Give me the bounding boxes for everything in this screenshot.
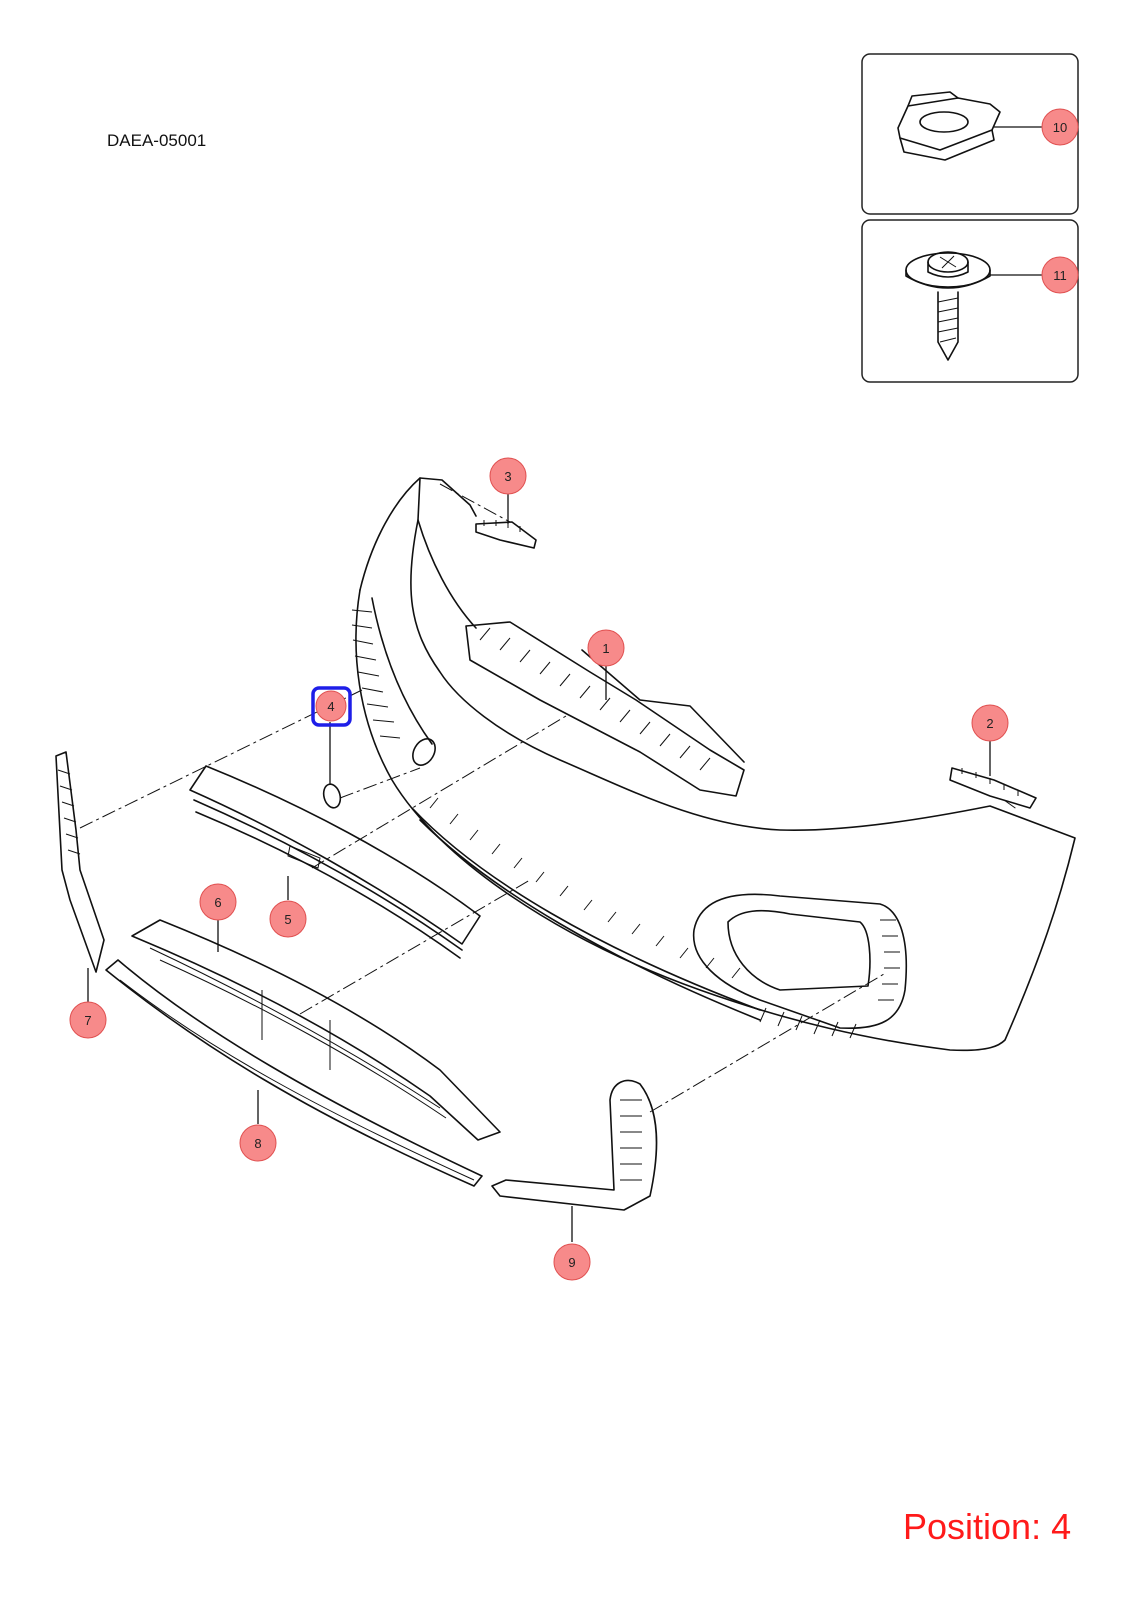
callout-3[interactable]: 3: [489, 457, 527, 495]
callout-1-label: 1: [602, 641, 609, 656]
part-2-side-bracket: [949, 767, 1037, 809]
inset-box-screw: [861, 219, 1079, 383]
part-6-lower-grille: [131, 919, 501, 1141]
callout-3-label: 3: [504, 469, 511, 484]
part-9-right-side-trim: [491, 1079, 658, 1211]
inset-box-clip-nut: [861, 53, 1079, 215]
callout-7[interactable]: 7: [69, 1001, 107, 1039]
part-5-upper-grille-trim: [189, 765, 481, 959]
callout-6-label: 6: [214, 895, 221, 910]
position-label: Position: 4: [903, 1506, 1072, 1547]
callout-8-label: 8: [254, 1136, 261, 1151]
callout-6[interactable]: 6: [199, 883, 237, 921]
diagram-code: DAEA-05001: [107, 131, 207, 150]
part-3-side-bracket: [475, 520, 537, 549]
callout-1[interactable]: 1: [587, 629, 625, 667]
callout-4-label: 4: [327, 699, 334, 714]
callout-5[interactable]: 5: [269, 900, 307, 938]
callout-9-label: 9: [568, 1255, 575, 1270]
callout-11-label: 11: [1053, 268, 1067, 283]
leader-lines: [87, 126, 1042, 1242]
assembly-lines: [79, 483, 1019, 1113]
callout-2[interactable]: 2: [971, 704, 1009, 742]
selected-callout-highlight: [311, 686, 352, 727]
callout-7-label: 7: [84, 1013, 91, 1028]
callout-10-label: 10: [1053, 120, 1067, 135]
callout-2-label: 2: [986, 716, 993, 731]
part-4-tow-hook-cover: [322, 783, 342, 809]
callout-9[interactable]: 9: [553, 1243, 591, 1281]
callout-4[interactable]: 4: [311, 686, 352, 727]
callout-5-label: 5: [284, 912, 291, 927]
bumper-cover: [351, 477, 1076, 1052]
callout-8[interactable]: 8: [239, 1124, 277, 1162]
part-7-left-side-trim: [55, 751, 105, 973]
callout-10[interactable]: 10: [1041, 108, 1079, 146]
part-8-lower-valance: [105, 959, 483, 1187]
part-1-upper-bracket: [465, 621, 745, 797]
callout-11[interactable]: 11: [1041, 256, 1079, 294]
